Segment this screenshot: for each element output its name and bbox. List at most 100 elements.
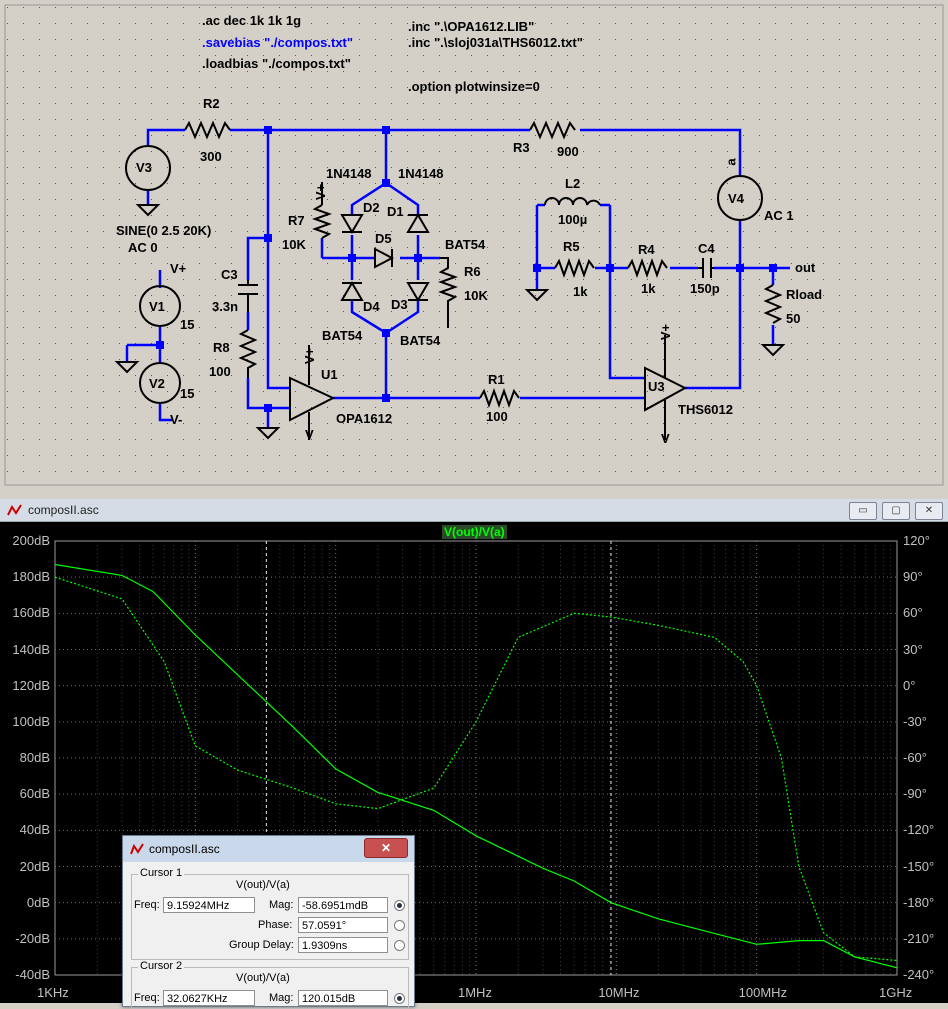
y-left-tick-label: 80dB: [19, 750, 50, 765]
cursor2-mag-field[interactable]: 120.015dB: [298, 990, 388, 1006]
label-r2-value[interactable]: 300: [200, 149, 222, 164]
label-v1[interactable]: V1: [149, 299, 165, 314]
label-v2-value[interactable]: 15: [180, 386, 195, 401]
bode-plot[interactable]: [0, 522, 948, 1003]
label-r6-value[interactable]: 10K: [464, 288, 488, 303]
label-vplus-v1: V+: [170, 261, 187, 276]
label-c3[interactable]: C3: [221, 267, 238, 282]
y-right-tick-label: -90°: [903, 786, 927, 802]
label-r5[interactable]: R5: [563, 239, 580, 254]
label-u3-part[interactable]: THS6012: [678, 402, 733, 417]
label-v2[interactable]: V2: [149, 376, 165, 391]
cursor2-freq-field[interactable]: 32.0627KHz: [163, 990, 255, 1006]
cursor-dialog-titlebar[interactable]: composII.asc ✕: [123, 836, 414, 862]
cursor1-mag-field[interactable]: -58.6951mdB: [298, 897, 388, 913]
schematic-wires: [4, 4, 944, 486]
cursor2-group-label: Cursor 2: [138, 960, 185, 972]
schematic-canvas[interactable]: .ac dec 1k 1k 1g .savebias "./compos.txt…: [0, 0, 948, 489]
label-vplus-u1: V+: [302, 347, 318, 365]
cursor1-mag-radio[interactable]: [394, 900, 405, 911]
label-v4-value[interactable]: AC 1: [764, 208, 794, 223]
y-left-tick-label: 20dB: [19, 858, 50, 874]
minimize-button[interactable]: ▭: [849, 502, 877, 520]
cursor-dialog[interactable]: composII.asc ✕ Cursor 1 V(out)/V(a) Freq…: [122, 835, 415, 1009]
label-l2-value[interactable]: 100µ: [558, 212, 588, 227]
y-left-tick-label: -40dB: [15, 967, 50, 982]
dialog-close-button[interactable]: ✕: [364, 838, 408, 858]
label-d1[interactable]: D1: [387, 204, 404, 219]
label-r8[interactable]: R8: [213, 340, 230, 355]
label-d4[interactable]: D4: [363, 299, 380, 314]
y-left-tick-label: 100dB: [12, 713, 50, 729]
label-c3-value[interactable]: 3.3n: [212, 299, 239, 314]
close-button[interactable]: ✕: [915, 502, 943, 520]
cursor2-mag-radio[interactable]: [394, 993, 405, 1004]
label-d2[interactable]: D2: [363, 200, 380, 215]
label-v3-source[interactable]: SINE(0 2.5 20K): [116, 223, 212, 238]
maximize-button[interactable]: ▢: [882, 502, 910, 520]
label-l2[interactable]: L2: [565, 176, 581, 191]
label-v3-ac[interactable]: AC 0: [128, 240, 158, 255]
label-r7-value[interactable]: 10K: [282, 237, 306, 252]
cursor1-group-delay-field[interactable]: 1.9309ns: [298, 937, 388, 953]
x-tick-label: 10MHz: [598, 985, 640, 1000]
label-bat54-d4[interactable]: BAT54: [322, 328, 363, 343]
label-rload-value[interactable]: 50: [786, 311, 801, 326]
label-v1-value[interactable]: 15: [180, 317, 195, 332]
x-tick-label: 100MHz: [738, 985, 788, 1000]
label-net-out[interactable]: out: [795, 260, 816, 275]
trace-label[interactable]: V(out)/V(a): [442, 525, 507, 539]
cursor2-group: Cursor 2 V(out)/V(a) Freq: 32.0627KHz Ma…: [131, 960, 409, 1009]
y-left-tick-label: 120dB: [12, 677, 50, 693]
label-net-a[interactable]: a: [723, 158, 739, 166]
ac-directive[interactable]: .ac dec 1k 1k 1g: [202, 13, 302, 28]
label-u1[interactable]: U1: [321, 367, 338, 382]
label-c4-value[interactable]: 150p: [690, 281, 720, 296]
label-u3[interactable]: U3: [648, 379, 665, 394]
label-r3[interactable]: R3: [513, 140, 530, 155]
label-r4-value[interactable]: 1k: [641, 281, 656, 296]
cursor1-group-delay-radio[interactable]: [394, 940, 405, 951]
cursor1-phase-field[interactable]: 57.0591°: [298, 917, 388, 933]
inc-opa1612-directive[interactable]: .inc ".\OPA1612.LIB": [408, 19, 535, 34]
y-left-tick-label: 180dB: [12, 569, 50, 585]
label-r8-value[interactable]: 100: [209, 364, 231, 379]
label-r5-value[interactable]: 1k: [573, 284, 588, 299]
dialog-app-icon: [130, 843, 144, 855]
label-u1-part[interactable]: OPA1612: [336, 411, 393, 426]
savebias-directive[interactable]: .savebias "./compos.txt": [202, 35, 354, 50]
label-d3[interactable]: D3: [391, 297, 408, 312]
option-directive[interactable]: .option plotwinsize=0: [408, 79, 540, 94]
label-1n4148-d2[interactable]: 1N4148: [326, 166, 372, 181]
x-tick-label: 1MHz: [458, 985, 492, 1000]
label-r1-value[interactable]: 100: [486, 409, 508, 424]
cursor1-freq-field[interactable]: 9.15924MHz: [163, 897, 255, 913]
label-rload[interactable]: Rload: [786, 287, 823, 302]
label-vplus-r7: V+: [313, 183, 329, 201]
waveform-titlebar[interactable]: composII.asc ▭ ▢ ✕: [0, 499, 948, 522]
label-vplus-u3: V+: [658, 323, 674, 341]
label-d5[interactable]: D5: [375, 231, 392, 246]
loadbias-directive[interactable]: .loadbias "./compos.txt": [202, 56, 351, 71]
inc-ths6012-directive[interactable]: .inc ".\sloj031a\THS6012.txt": [408, 35, 583, 50]
label-r2[interactable]: R2: [203, 96, 220, 111]
cursor1-phase-radio[interactable]: [394, 920, 405, 931]
label-c4[interactable]: C4: [698, 241, 715, 256]
label-bat54-d5[interactable]: BAT54: [445, 237, 486, 252]
cursor2-freq-label: Freq:: [134, 992, 160, 1004]
cursor2-expression: V(out)/V(a): [236, 972, 290, 984]
label-1n4148-d1[interactable]: 1N4148: [398, 166, 444, 181]
waveform-app-icon: [7, 504, 22, 516]
label-bat54-d3[interactable]: BAT54: [400, 333, 441, 348]
label-r7[interactable]: R7: [288, 213, 305, 228]
phase-trace[interactable]: [54, 576, 898, 962]
label-v4[interactable]: V4: [728, 191, 744, 206]
label-r3-value[interactable]: 900: [557, 144, 579, 159]
label-r4[interactable]: R4: [638, 242, 655, 257]
label-r1[interactable]: R1: [488, 372, 505, 387]
magnitude-trace[interactable]: [54, 563, 898, 969]
label-r6[interactable]: R6: [464, 264, 481, 279]
label-v3[interactable]: V3: [136, 160, 152, 175]
